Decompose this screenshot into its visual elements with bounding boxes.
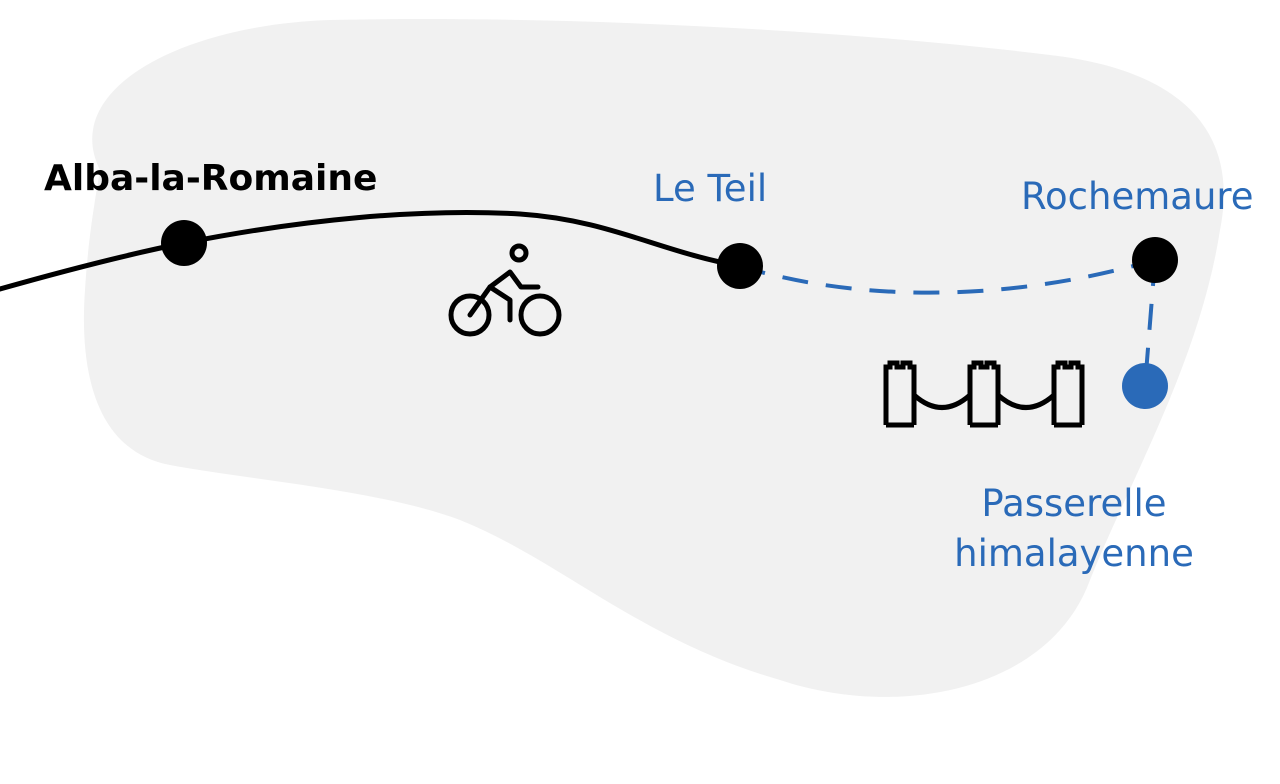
bicycle-icon xyxy=(448,243,562,337)
marker-passerelle[interactable] xyxy=(1122,363,1168,409)
marker-rochemaure[interactable] xyxy=(1132,237,1178,283)
label-le-teil: Le Teil xyxy=(653,167,768,210)
marker-alba[interactable] xyxy=(161,220,207,266)
region-area xyxy=(83,19,1224,697)
cycle-route-solid xyxy=(0,209,743,292)
marker-le-teil[interactable] xyxy=(717,243,763,289)
cycle-route-dashed xyxy=(739,258,1156,295)
label-passerelle-line2: himalayenne xyxy=(954,532,1194,575)
label-passerelle-himalayenne: Passerelle himalayenne xyxy=(944,479,1204,579)
label-alba-la-romaine: Alba-la-Romaine xyxy=(44,158,378,199)
suspension-bridge-icon xyxy=(883,360,1085,428)
label-rochemaure: Rochemaure xyxy=(1021,175,1254,218)
label-passerelle-line1: Passerelle xyxy=(981,482,1167,525)
